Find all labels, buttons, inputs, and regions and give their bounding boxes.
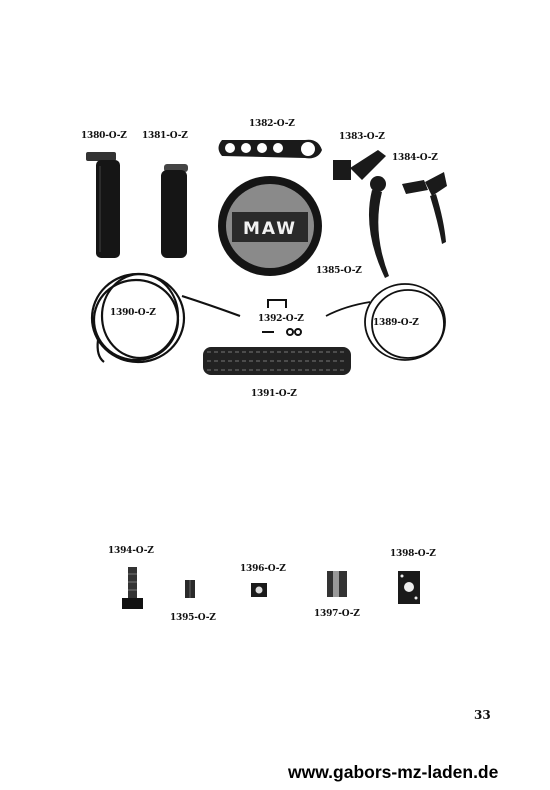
- part-1396-nut: [251, 583, 267, 597]
- part-1390-cable: [90, 272, 241, 364]
- part-1394-bolt: [122, 567, 143, 609]
- label-1382: 1382-O-Z: [249, 119, 295, 129]
- label-1384: 1384-O-Z: [392, 153, 438, 163]
- label-1380: 1380-O-Z: [81, 131, 127, 141]
- part-1391-chain: [203, 347, 351, 375]
- part-1384-brake-lever: [402, 172, 447, 244]
- part-1398-plate: [398, 571, 420, 604]
- label-1390: 1390-O-Z: [110, 308, 156, 318]
- label-1394: 1394-O-Z: [108, 546, 154, 556]
- part-1395-spacer: [185, 580, 195, 598]
- part-1381-handle-grip: [161, 164, 188, 258]
- emblem-text: MAW: [243, 219, 297, 239]
- part-1385-emblem: MAW: [218, 176, 322, 276]
- part-1392-chain-link: [262, 299, 302, 336]
- label-1396: 1396-O-Z: [240, 564, 286, 574]
- label-1383: 1383-O-Z: [339, 132, 385, 142]
- label-1398: 1398-O-Z: [390, 549, 436, 559]
- label-1381: 1381-O-Z: [142, 131, 188, 141]
- part-1389-cable: [325, 283, 446, 361]
- part-1383-clutch-lever: [333, 150, 389, 278]
- label-1397: 1397-O-Z: [314, 609, 360, 619]
- page-number: 33: [474, 708, 491, 722]
- label-1389: 1389-O-Z: [373, 318, 419, 328]
- website-url[interactable]: www.gabors-mz-laden.de: [288, 762, 499, 782]
- label-1395: 1395-O-Z: [170, 613, 216, 623]
- part-1397-sleeve: [327, 571, 347, 597]
- label-1391: 1391-O-Z: [251, 389, 297, 399]
- label-1392: 1392-O-Z: [258, 314, 304, 324]
- label-1385: 1385-O-Z: [316, 266, 362, 276]
- part-1382-wrench: [218, 139, 322, 159]
- part-1380-twist-grip: [86, 152, 120, 258]
